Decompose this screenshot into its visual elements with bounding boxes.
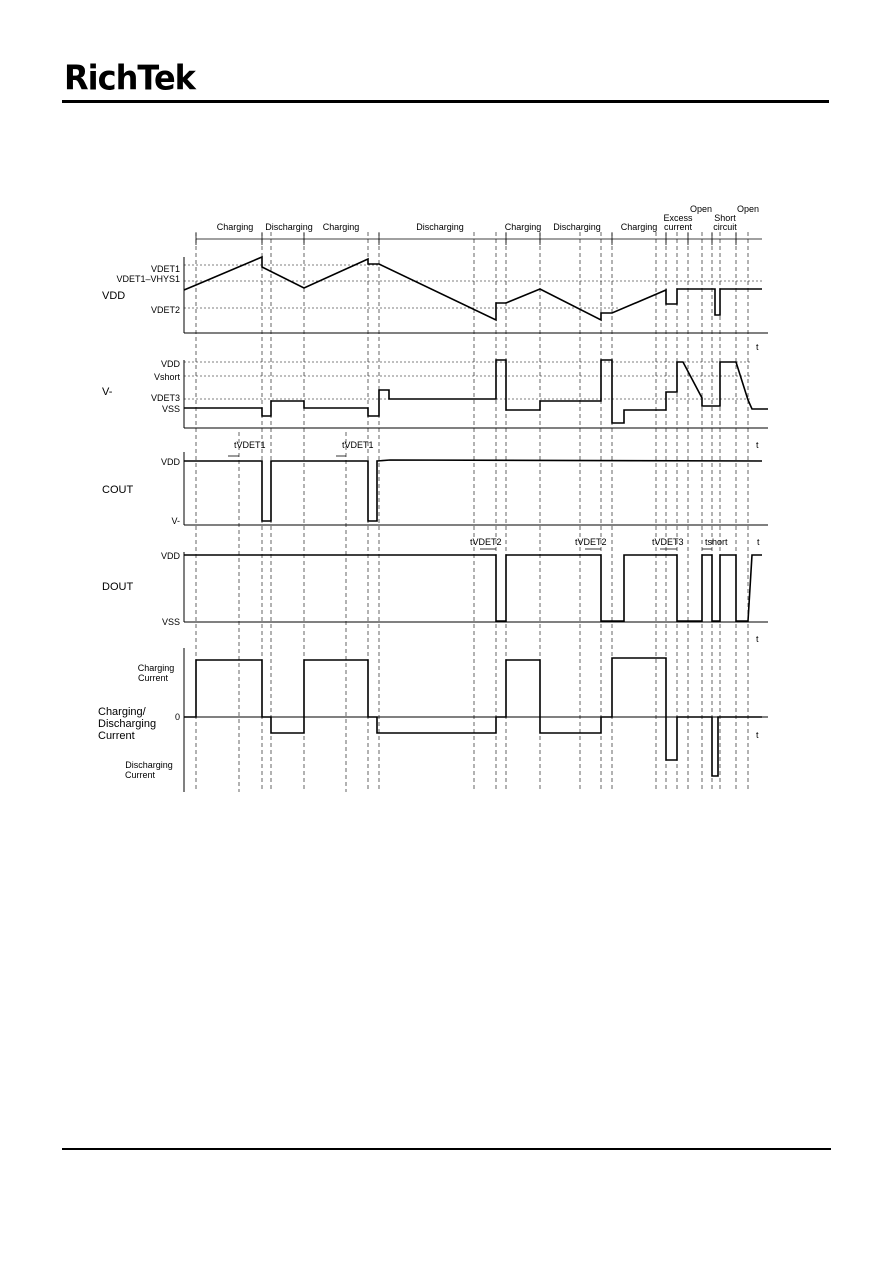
phase-label: Charging	[217, 222, 254, 232]
dout-signal-label: DOUT	[102, 581, 133, 593]
time-axis-label: t	[756, 342, 759, 352]
excess-current-label: current	[664, 222, 693, 232]
cout-panel	[183, 452, 768, 526]
vss-level-label: VSS	[162, 617, 180, 627]
zero-level-label: 0	[175, 712, 180, 722]
dout-panel	[183, 548, 768, 623]
charging-current-label: Current	[138, 673, 169, 683]
open-label: Open	[737, 204, 759, 214]
time-axis-label: t	[756, 440, 759, 450]
phase-label: Charging	[505, 222, 542, 232]
tshort-label: tshort	[705, 537, 728, 547]
current-signal-label: Charging/	[98, 706, 147, 718]
vss-level-label: VSS	[162, 404, 180, 414]
short-circuit-label: circuit	[713, 222, 737, 232]
time-axis-label: t	[757, 537, 760, 547]
vdet2-label: VDET2	[151, 305, 180, 315]
short-circuit-label: Short	[714, 213, 736, 223]
vdd-panel	[183, 255, 768, 334]
phase-bar	[195, 233, 762, 245]
phase-label: Charging	[323, 222, 360, 232]
vminus-signal-label: V-	[102, 386, 113, 398]
excess-current-label: Excess	[663, 213, 693, 223]
discharging-current-label: Current	[125, 770, 156, 780]
time-axis-label: t	[756, 634, 759, 644]
richtek-logo: RichTek	[64, 58, 196, 98]
tvdet1-label: tVDET1	[234, 440, 266, 450]
vminus-panel	[183, 359, 768, 429]
footer-rule	[62, 1148, 831, 1150]
current-signal-label: Discharging	[98, 718, 156, 730]
tvdet1-label: tVDET1	[342, 440, 374, 450]
time-guides	[195, 232, 749, 792]
vdet3-level-label: VDET3	[151, 393, 180, 403]
tvdet3-label: tVDET3	[652, 537, 684, 547]
tvdet2-label: tVDET2	[575, 537, 607, 547]
phase-label: Charging	[621, 222, 658, 232]
open-label: Open	[690, 204, 712, 214]
vdd-level-label: VDD	[161, 457, 181, 467]
current-signal-label: Current	[98, 730, 135, 742]
vdd-level-label: VDD	[161, 359, 181, 369]
phase-label: Discharging	[416, 222, 464, 232]
current-panel	[183, 648, 768, 792]
charging-current-label: Charging	[138, 663, 175, 673]
vdd-signal-label: VDD	[102, 290, 125, 302]
discharging-current-label: Discharging	[125, 760, 173, 770]
tvdet2-label: tVDET2	[470, 537, 502, 547]
vdet1-hys-label: VDET1–VHYS1	[116, 274, 180, 284]
vshort-level-label: Vshort	[154, 372, 181, 382]
vdet1-label: VDET1	[151, 264, 180, 274]
time-axis-label: t	[756, 730, 759, 740]
vdd-level-label: VDD	[161, 551, 181, 561]
vminus-level-label: V-	[171, 516, 180, 526]
header-rule	[62, 100, 829, 103]
phase-label: Discharging	[553, 222, 601, 232]
phase-label: Discharging	[265, 222, 313, 232]
cout-signal-label: COUT	[102, 484, 133, 496]
